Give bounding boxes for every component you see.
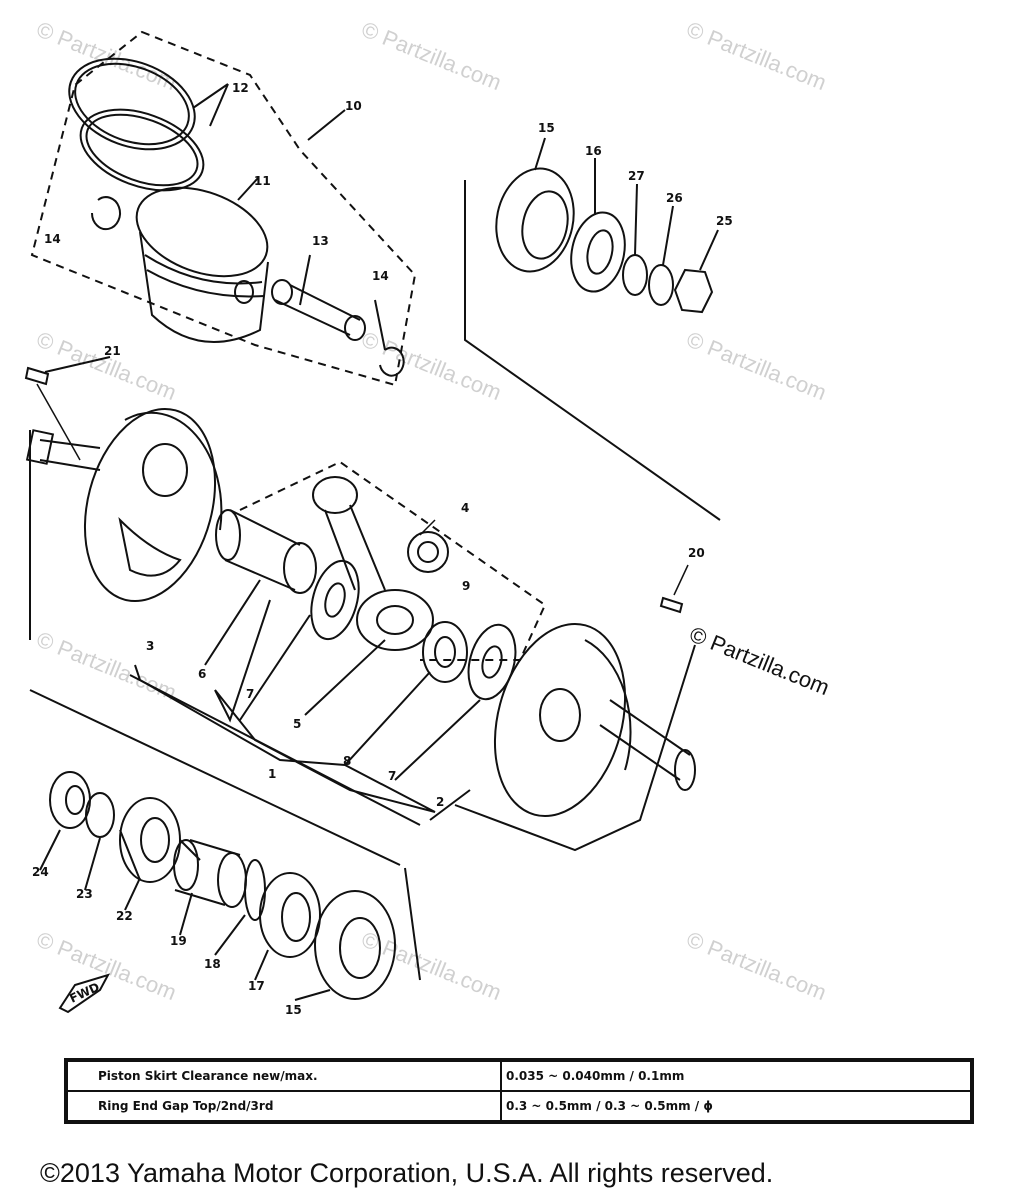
watermark-dark: © Partzilla.com: [686, 621, 833, 700]
callout-label: 16: [585, 144, 602, 158]
callout-label: 7: [246, 687, 254, 701]
watermark: © Partzilla.com: [358, 16, 505, 95]
reference-lines: [134, 579, 481, 821]
watermark: © Partzilla.com: [33, 926, 180, 1005]
callout-label: 5: [293, 717, 301, 731]
exploded-parts-diagram: © Partzilla.com © Partzilla.com © Partzi…: [24, 16, 833, 1017]
primary-drive-gear: [119, 797, 181, 883]
watermark: © Partzilla.com: [683, 16, 830, 95]
callout-label: 15: [285, 1003, 302, 1017]
main-bearing: [314, 890, 396, 1000]
spec-name: Piston Skirt Clearance new/max.: [68, 1062, 502, 1090]
thrust-washer: [310, 559, 360, 641]
oil-seal: [259, 872, 321, 958]
callout-label: 22: [116, 909, 133, 923]
crank-pin: [224, 509, 301, 591]
circlip: [379, 346, 405, 377]
connecting-rod-small-end: [312, 476, 358, 514]
callout-label: 9: [462, 579, 470, 593]
callout-label: 13: [312, 234, 329, 248]
callout-label: 6: [198, 667, 206, 681]
spec-table: Piston Skirt Clearance new/max. 0.035 ~ …: [64, 1058, 974, 1124]
callout-label: 24: [32, 865, 49, 879]
callout-label: 12: [232, 81, 249, 95]
spec-value: 0.035 ~ 0.040mm / 0.1mm: [506, 1069, 685, 1083]
callout-label: 7: [388, 769, 396, 783]
piston-ring: [79, 108, 205, 192]
watermark: © Partzilla.com: [33, 326, 180, 405]
callout-label: 15: [538, 121, 555, 135]
callout-label: 14: [372, 269, 389, 283]
forward-arrow-icon: [58, 973, 111, 1014]
callout-label: 8: [343, 754, 351, 768]
woodruff-key: [24, 366, 50, 386]
callout-label: 18: [204, 957, 221, 971]
oil-seal: [570, 211, 626, 293]
crank-shaft-left: [39, 439, 101, 471]
spring-washer: [648, 264, 674, 306]
piston-pin: [274, 284, 361, 336]
watermark: © Partzilla.com: [358, 926, 505, 1005]
callout-label: 4: [461, 501, 469, 515]
spec-row: Piston Skirt Clearance new/max. 0.035 ~ …: [68, 1062, 970, 1092]
callout-labels: 12 10 11 13 14 14 21 4 9 3 6 7 5 8 7 1 2…: [32, 81, 733, 1017]
connecting-rod: [324, 504, 386, 591]
spec-row: Ring End Gap Top/2nd/3rd 0.3 ~ 0.5mm / 0…: [68, 1092, 970, 1120]
copyright-notice: ©2013 Yamaha Motor Corporation, U.S.A. A…: [40, 1158, 774, 1188]
piston: [135, 186, 269, 278]
watermark-layer: © Partzilla.com © Partzilla.com © Partzi…: [33, 16, 833, 1005]
washer: [85, 792, 115, 838]
watermark: © Partzilla.com: [33, 16, 180, 95]
needle-bearing-small: [407, 531, 449, 573]
callout-label: 10: [345, 99, 362, 113]
woodruff-key: [659, 596, 684, 614]
watermark: © Partzilla.com: [683, 926, 830, 1005]
needle-bearing-big: [422, 621, 468, 683]
thrust-washer: [467, 623, 517, 701]
callout-label: 23: [76, 887, 93, 901]
callout-label: 26: [666, 191, 683, 205]
washer: [622, 254, 648, 296]
crank-shaft-right: [599, 699, 691, 781]
callout-label: 17: [248, 979, 265, 993]
piston-ring: [68, 57, 196, 151]
conrod-group-outline: [239, 460, 547, 661]
watermark: © Partzilla.com: [33, 626, 180, 705]
callout-label: 14: [44, 232, 61, 246]
callout-label: 20: [688, 546, 705, 560]
callout-label: 21: [104, 344, 121, 358]
circlip: [90, 196, 121, 231]
callout-label: 25: [716, 214, 733, 228]
callout-label: 3: [146, 639, 154, 653]
callout-label: 19: [170, 934, 187, 948]
crank-wheel-left: [83, 407, 217, 603]
callout-label: 27: [628, 169, 645, 183]
spec-value: 0.3 ~ 0.5mm / 0.3 ~ 0.5mm / ϕ: [506, 1099, 713, 1113]
callout-label: 1: [268, 767, 276, 781]
spacer: [174, 839, 241, 906]
nut: [673, 268, 714, 314]
piston-group-outline: [30, 30, 417, 387]
callout-label: 11: [254, 174, 271, 188]
main-bearing: [495, 167, 575, 273]
spec-name: Ring End Gap Top/2nd/3rd: [68, 1092, 502, 1120]
o-ring: [244, 859, 266, 921]
watermark: © Partzilla.com: [683, 326, 830, 405]
crank-wheel-right: [493, 622, 627, 818]
callout-label: 2: [436, 795, 444, 809]
